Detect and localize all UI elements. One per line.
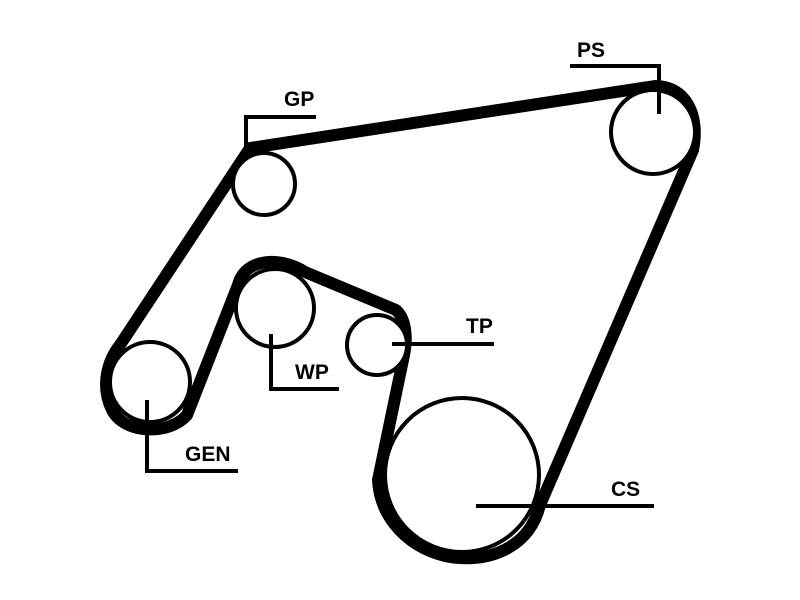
- tp-label: TP: [466, 315, 493, 338]
- cs-pulley: [383, 396, 541, 554]
- gen-leader-line: [145, 400, 238, 473]
- ps-pulley: [609, 88, 697, 176]
- cs-label: CS: [611, 478, 640, 501]
- gp-label: GP: [284, 88, 314, 111]
- gp-leader-line: [244, 115, 316, 152]
- ps-leader-line: [570, 64, 661, 114]
- wp-label: WP: [295, 361, 329, 384]
- ps-label: PS: [577, 39, 605, 62]
- wp-pulley: [234, 267, 316, 349]
- gp-pulley: [231, 151, 297, 217]
- wp-leader-line: [269, 334, 339, 391]
- gen-label: GEN: [185, 443, 231, 466]
- gen-pulley: [108, 340, 192, 424]
